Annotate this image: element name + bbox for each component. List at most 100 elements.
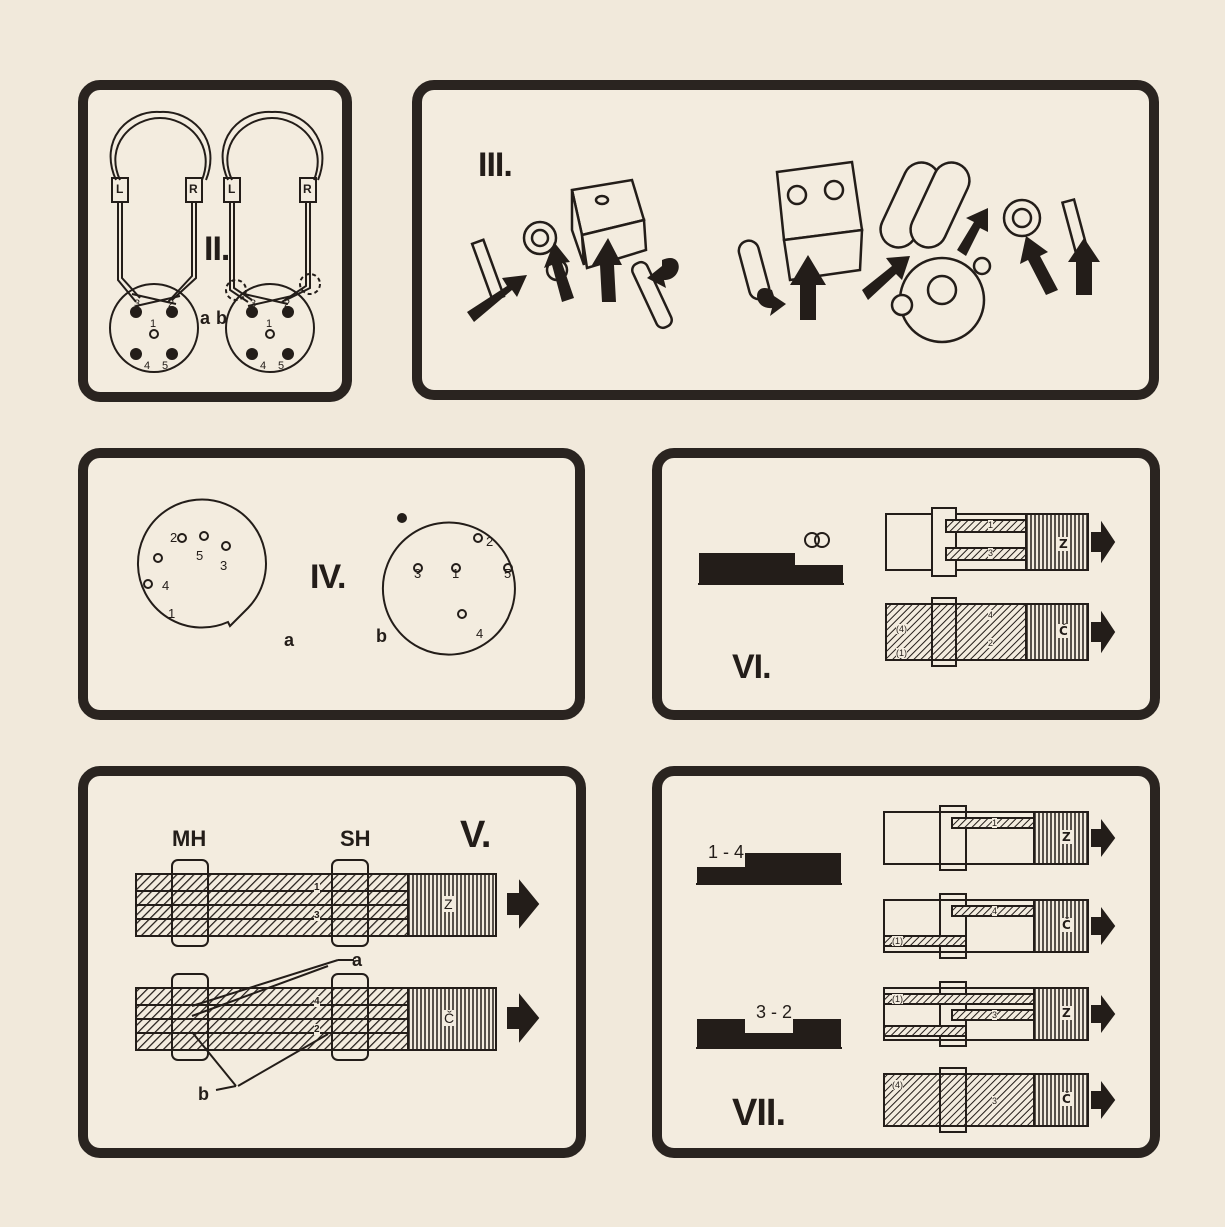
pin-label: 3 (250, 298, 257, 310)
variant-b-label: b (216, 308, 227, 328)
tape-direction-arrow (507, 993, 540, 1043)
ear-left-label: L (116, 182, 124, 196)
ear-right-label: R (189, 182, 198, 196)
arrow-icon (544, 242, 574, 302)
socket-a-pin: 2 (170, 530, 178, 545)
tape-row-1 (883, 805, 1116, 871)
tape-direction-arrow (1091, 520, 1116, 564)
track-number: 3 (988, 548, 994, 558)
panel-vi-numeral: VI. (732, 648, 772, 686)
head-mh (171, 973, 209, 1061)
headband-right (221, 110, 324, 181)
orientation-dot (397, 513, 407, 523)
track-number: (4) (896, 624, 907, 634)
arrow-icon (592, 238, 622, 302)
socket-b-pin: 3 (414, 566, 422, 581)
headphone-wiring-diagram (109, 110, 324, 373)
din-socket-diagram (136, 498, 516, 656)
track-c-label: Č (1057, 624, 1070, 638)
track-z-label: Z (442, 896, 455, 912)
rotate-arrow-icon (757, 287, 786, 316)
track-number: (1) (896, 648, 907, 658)
track-number: (1) (892, 936, 903, 946)
head-mh-label: MH (172, 826, 207, 851)
track-z-label: Z (1060, 1006, 1073, 1020)
ear-right-label-b: R (303, 182, 312, 196)
track-c-label: Č (442, 1010, 457, 1026)
socket-a-outline (136, 498, 267, 629)
pin-label: 5 (162, 360, 169, 372)
variant-b-label: b (376, 626, 387, 646)
socket-b-pin: 4 (476, 626, 484, 641)
panel-vi-track-layout: Z Č 1 3 4 2 (4) (1) VI. (652, 448, 1160, 720)
track-number: (4) (892, 1080, 903, 1090)
track-number: 2 (314, 1024, 320, 1035)
track-number: 4 (992, 906, 998, 916)
tape-direction-arrow (1091, 907, 1116, 945)
leader-b-label: b (198, 1084, 209, 1104)
pin-label: 2 (168, 298, 175, 310)
tape-direction-arrow (1091, 610, 1116, 654)
rotate-arrow-icon (647, 257, 679, 288)
head-sh (331, 859, 369, 947)
socket-b-pin: 1 (452, 566, 460, 581)
pin-label: 1 (266, 318, 273, 330)
socket-a-pin: 3 (220, 558, 228, 573)
track-z-label: Z (1060, 830, 1073, 844)
panel-iv-din-sockets: 2 5 3 4 1 IV. a b 2 3 1 5 4 (78, 448, 585, 720)
tape-row-4 (883, 1067, 1116, 1133)
track-c-label: Č (1060, 918, 1073, 932)
tape-row-3 (883, 981, 1116, 1047)
panel-iii-numeral: III. (478, 146, 513, 184)
pin-label: 3 (134, 298, 141, 310)
head-alignment-diagram (135, 859, 540, 1091)
head-mh (171, 859, 209, 947)
arrow-icon (1020, 236, 1058, 295)
arrow-icon (957, 208, 988, 256)
pin-label: 4 (144, 360, 151, 372)
track-number: 2 (988, 638, 994, 648)
socket-a-pin: 1 (168, 606, 176, 621)
track-layout-vi (698, 507, 1116, 667)
track-number: 3 (992, 1096, 998, 1106)
socket-a-pin: 4 (162, 578, 170, 593)
variant-a-label: a (284, 630, 295, 650)
socket-b-outline (381, 521, 516, 656)
pin-label: 1 (150, 318, 157, 330)
panel-iii-mechanism: III. (412, 80, 1159, 400)
track-number: 3 (992, 1010, 998, 1020)
arrow-icon (790, 255, 826, 320)
tape-direction-arrow (507, 879, 540, 929)
track-number: 4 (314, 996, 320, 1007)
track-number: (1) (892, 994, 903, 1004)
head-sh (331, 973, 369, 1061)
panel-v-numeral: V. (460, 814, 491, 856)
switch-position-diagram (696, 805, 1116, 1133)
tape-direction-arrow (1091, 1081, 1116, 1119)
track-number: 1 (314, 882, 320, 893)
track-c-label: Č (1060, 1092, 1073, 1106)
head-sh-label: SH (340, 826, 371, 851)
ear-left-label-b: L (228, 182, 236, 196)
socket-b-pin: 5 (504, 566, 512, 581)
tape-direction-arrow (1091, 995, 1116, 1033)
panel-vii-numeral: VII. (732, 1092, 786, 1134)
track-number: 1 (988, 520, 994, 530)
tape-row-2 (883, 893, 1116, 959)
socket-a-pin: 5 (196, 548, 204, 563)
pin-label: 2 (284, 298, 291, 310)
arrow-icon (862, 256, 910, 300)
socket-b-pin: 2 (486, 534, 494, 549)
track-number: 3 (314, 910, 320, 921)
switch-label: 1 - 4 (708, 842, 745, 862)
tape-direction-arrow (1091, 819, 1116, 857)
panel-vii-switch-positions: 1 - 4 3 - 2 VII. Z Č Z Č 1 4 (1) (1) 3 (… (652, 766, 1160, 1158)
track-z-label: Z (1057, 537, 1070, 551)
panel-v-head-alignment: MH SH V. Z Č a b 1 3 4 2 (78, 766, 586, 1158)
leader-a-label: a (352, 950, 363, 970)
switch-label: 3 - 2 (756, 1002, 793, 1022)
panel-ii-numeral: II. (204, 230, 230, 268)
variant-a-label: a (200, 308, 211, 328)
track-number: 4 (988, 610, 994, 620)
arrow-icon (467, 275, 527, 322)
